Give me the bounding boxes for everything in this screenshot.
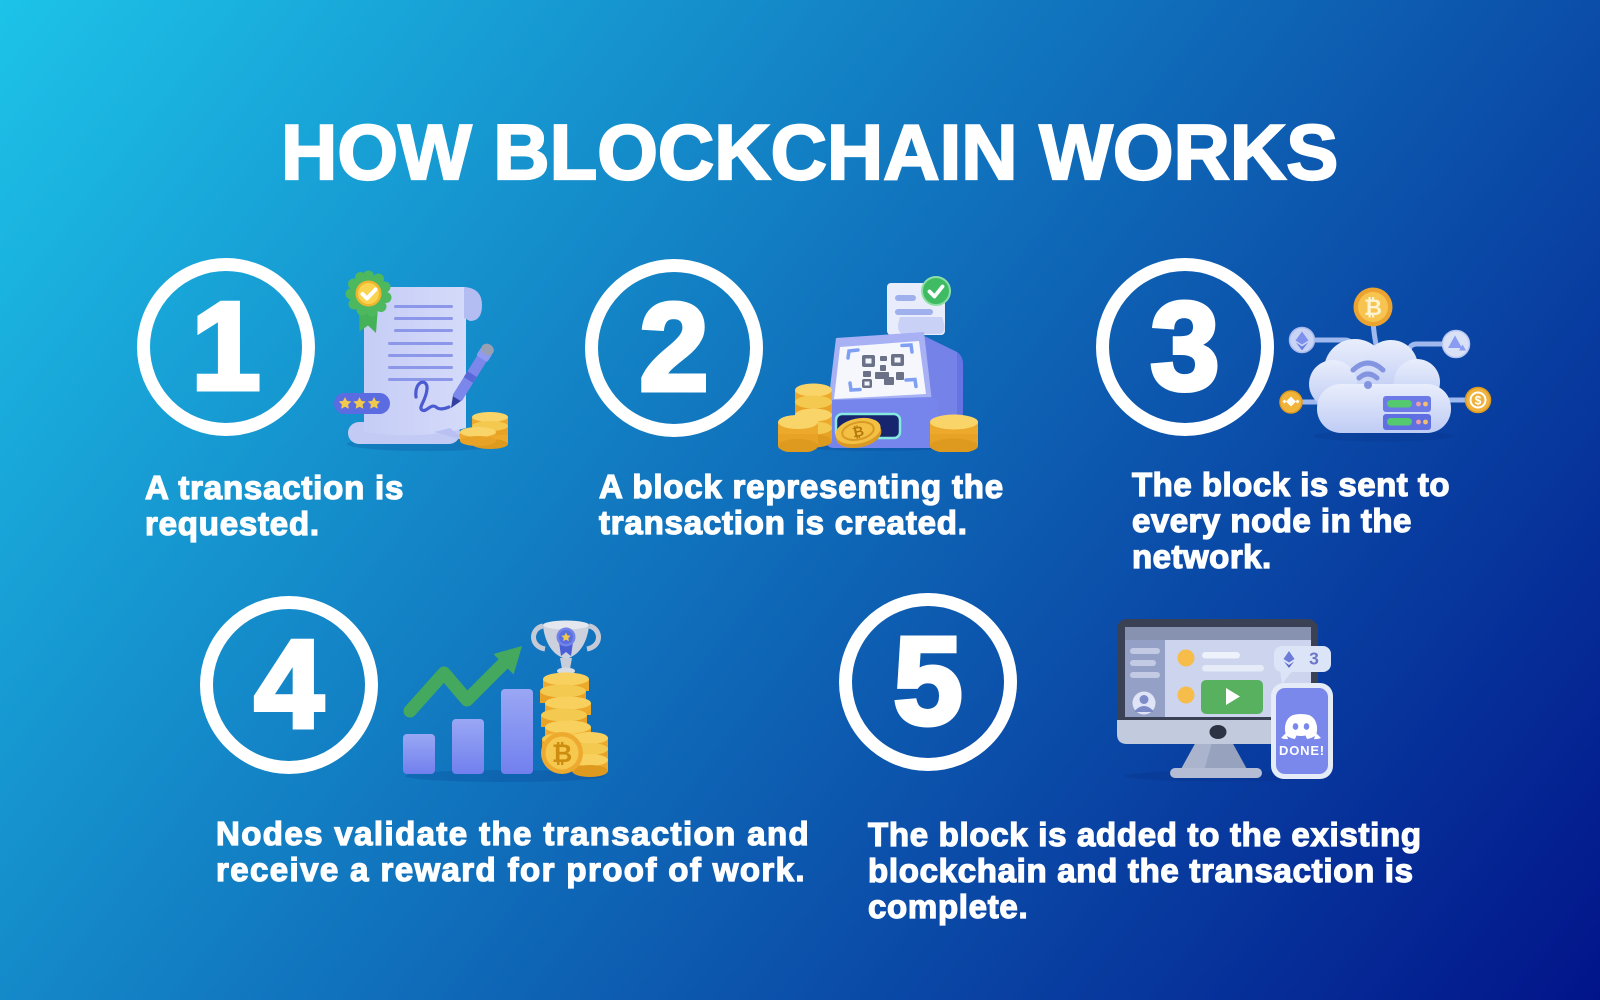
- svg-text:₿: ₿: [552, 740, 572, 768]
- svg-text:₿: ₿: [1364, 295, 1382, 320]
- svg-text:₿: ₿: [851, 422, 865, 440]
- svg-text:3: 3: [1309, 649, 1319, 669]
- svg-text:DONE!: DONE!: [1279, 743, 1325, 758]
- svg-text:$: $: [1475, 394, 1482, 408]
